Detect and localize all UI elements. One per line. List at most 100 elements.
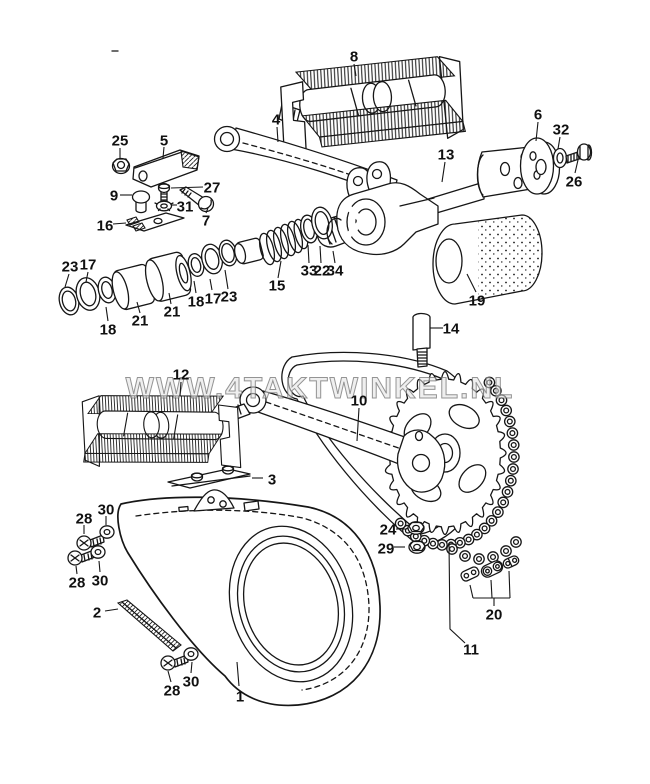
- chain-roller-pin: [510, 453, 517, 461]
- chain-roller-pin: [500, 499, 507, 506]
- screw-28a: [76, 534, 105, 551]
- chain-joint-links-20: [460, 555, 520, 582]
- leader-line-20: [508, 570, 511, 599]
- part-label-18: 18: [100, 322, 117, 339]
- chain-roller-pin: [473, 531, 480, 538]
- part-label-2: 2: [93, 605, 101, 622]
- part-label-21: 21: [164, 304, 181, 321]
- chain-roller-pin: [506, 418, 513, 425]
- screw-27: [157, 182, 171, 203]
- part-label-18: 18: [188, 294, 205, 311]
- leader-line-18: [105, 306, 109, 322]
- part-label-32: 32: [553, 122, 570, 139]
- chain-roller-pin: [503, 407, 510, 414]
- stay-plate-16: [125, 212, 185, 232]
- washer-30a: [99, 525, 115, 539]
- part-label-27: 27: [204, 180, 221, 197]
- part-label-9: 9: [110, 188, 118, 205]
- chain-roller-pin: [510, 441, 517, 449]
- part-label-17: 17: [205, 291, 222, 308]
- part-label-28: 28: [69, 575, 86, 592]
- leader-line-7: [205, 207, 209, 214]
- chain-roller-pin: [397, 520, 404, 527]
- part-label-13: 13: [438, 147, 455, 164]
- chain-roller-pin: [488, 517, 495, 524]
- spring-15: [233, 218, 309, 266]
- part-label-4: 4: [272, 112, 281, 129]
- leader-line-6: [535, 121, 539, 142]
- leader-line-16: [112, 222, 127, 225]
- leader-line-11: [448, 542, 466, 644]
- part-label-30: 30: [92, 573, 109, 590]
- fastener-cluster-top-left: [111, 149, 215, 232]
- leader-line-23: [224, 269, 229, 290]
- chain-roller-pin: [486, 379, 493, 386]
- chain-roller-pin: [421, 537, 428, 544]
- key-bar-5: [132, 149, 200, 188]
- guard-strip-2: [116, 599, 182, 652]
- roller-19: [432, 214, 543, 305]
- part-label-28: 28: [164, 683, 181, 700]
- circlip-set-33-22-34: [300, 206, 342, 245]
- chain-roller-pin: [504, 488, 511, 495]
- part-label-7: 7: [202, 213, 210, 230]
- bushing-21a: [111, 263, 155, 311]
- leader-line-28: [167, 670, 172, 683]
- part-label-21: 21: [132, 313, 149, 330]
- washer-32: [552, 147, 568, 169]
- leader-line-1: [236, 661, 240, 687]
- part-label-34: 34: [327, 263, 344, 280]
- part-label-30: 30: [98, 502, 115, 519]
- guard-screws: [67, 525, 199, 671]
- part-label-11: 11: [463, 642, 479, 659]
- sprocket-nuts: [407, 521, 426, 554]
- screw-28c: [160, 654, 189, 671]
- chain-roller-pin: [509, 430, 516, 437]
- part-label-3: 3: [268, 472, 276, 489]
- leader-line-23: [64, 273, 70, 288]
- part-label-19: 19: [469, 293, 486, 310]
- part-label-23: 23: [62, 259, 79, 276]
- bushing-21b: [144, 251, 192, 302]
- part-label-33: 33: [301, 263, 318, 280]
- leader-line-17: [85, 271, 89, 283]
- washer-30c: [183, 647, 199, 661]
- pedal-shaft-assembly-13: [316, 137, 593, 256]
- bearing-set-left: [58, 239, 238, 316]
- washer-30b: [90, 545, 106, 559]
- watermark-text: WWW.4TAKTWINKEL.NL: [126, 372, 515, 405]
- chain-roller-pin: [507, 477, 514, 484]
- leader-line-15: [277, 260, 282, 279]
- chain-roller-pin: [438, 541, 446, 548]
- guard-bracket: [178, 489, 260, 512]
- leader-line-32: [557, 136, 561, 150]
- leader-line-26: [574, 159, 579, 174]
- leader-line-34: [332, 250, 336, 264]
- leader-line-21: [136, 301, 141, 314]
- part-label-20: 20: [486, 607, 503, 624]
- part-label-29: 29: [378, 541, 395, 558]
- part-label-24: 24: [380, 522, 397, 539]
- leader-line-21: [168, 292, 172, 305]
- sprocket-cutout: [458, 464, 487, 493]
- crank-pin-14: [412, 312, 431, 368]
- part-label-12: 12: [173, 367, 190, 384]
- bolt-26: [565, 143, 593, 164]
- leader-line-27: [170, 186, 204, 189]
- chain-roller-pin: [429, 540, 437, 547]
- leader-line-30: [98, 560, 101, 573]
- lock-nut-25: [111, 157, 131, 175]
- leader-line-22: [319, 245, 322, 264]
- part-label-23: 23: [221, 289, 238, 306]
- chain-rollers: [394, 376, 520, 551]
- part-label-6: 6: [534, 107, 542, 124]
- chain-roller-pin: [481, 525, 488, 532]
- part-label-8: 8: [350, 49, 358, 66]
- chain-roller-pin: [456, 539, 463, 546]
- part-label-5: 5: [160, 133, 168, 150]
- shaft-holder-fork: [336, 161, 439, 256]
- stay-plate-3: [167, 465, 251, 489]
- part-label-10: 10: [351, 393, 368, 410]
